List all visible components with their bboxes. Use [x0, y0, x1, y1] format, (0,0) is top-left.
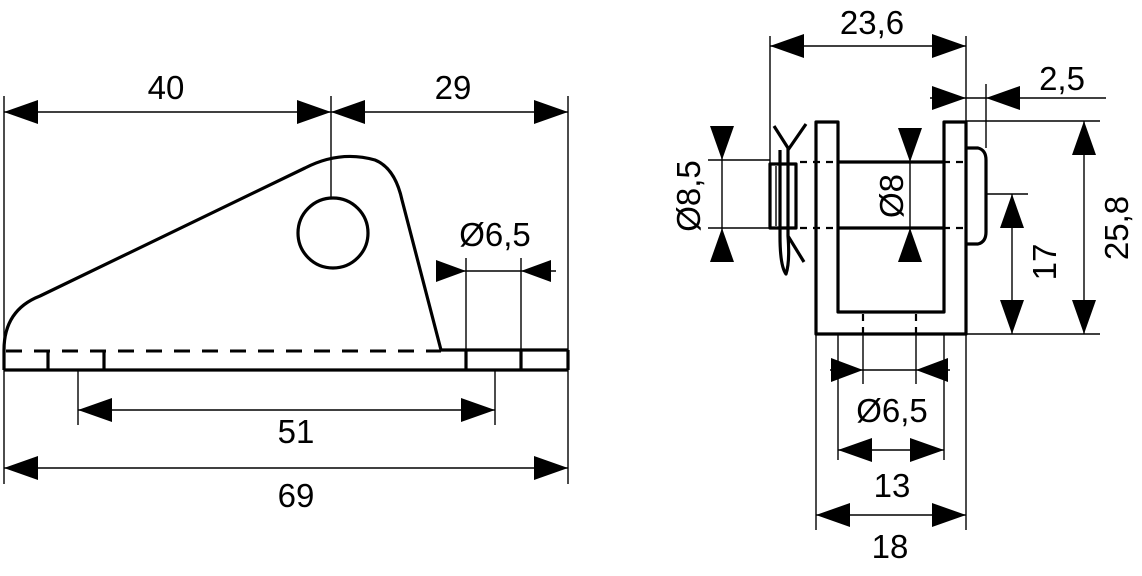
arrow-40-left [4, 100, 38, 124]
arrow-8-bottom [898, 228, 922, 262]
arrow-8-5-top [710, 126, 734, 160]
arrow-23-6-left [770, 34, 804, 58]
front-view: 23,6 2,5 Ø8,5 Ø8 25,8 17 Ø6,5 [670, 4, 1135, 565]
arrow-29-left [331, 100, 365, 124]
dim-label-hole-side: Ø6,5 [459, 216, 531, 253]
dim-label-8-5: Ø8,5 [670, 160, 707, 232]
arrow-51-left [78, 398, 112, 422]
arrow-25-8-bottom [1072, 300, 1096, 334]
arrow-hole-side-right [521, 260, 551, 282]
arrow-29-right [534, 100, 568, 124]
arrow-69-left [4, 456, 38, 480]
pin-end [768, 162, 798, 230]
arrow-hole-side-left [436, 260, 466, 282]
arrow-25-8-top [1072, 121, 1096, 155]
dim-label-13: 13 [874, 467, 911, 504]
arrow-18-left [816, 503, 850, 527]
dim-label-25-8: 25,8 [1098, 196, 1135, 260]
clevis-outline [814, 120, 968, 336]
arrow-17-bottom [1000, 300, 1024, 334]
side-view: 40 29 Ø6,5 51 69 [2, 69, 570, 514]
arrow-51-right [461, 398, 495, 422]
dim-label-40: 40 [148, 69, 185, 106]
dim-label-hole-front: Ø6,5 [856, 392, 928, 429]
arrow-17-top [1000, 194, 1024, 228]
arrow-69-right [534, 456, 568, 480]
arrow-13-left [838, 438, 872, 462]
pin-head-cap [966, 146, 988, 246]
dim-label-2-5: 2,5 [1039, 60, 1085, 97]
bracket-outline [2, 154, 443, 370]
spring-clip [772, 123, 808, 276]
dim-label-18: 18 [872, 528, 909, 565]
arrow-2-5-left [932, 86, 966, 110]
dim-label-8: Ø8 [873, 174, 910, 218]
arrow-13-right [910, 438, 944, 462]
arrow-8-top [898, 128, 922, 162]
arrow-8-5-bottom [710, 228, 734, 262]
arrow-hole-front-left [831, 358, 863, 382]
dim-label-17: 17 [1026, 244, 1063, 281]
arrow-40-right [297, 100, 331, 124]
arrow-18-right [932, 503, 966, 527]
dim-label-23-6: 23,6 [840, 4, 904, 41]
arrow-2-5-right [986, 86, 1020, 110]
pivot-hole [296, 196, 370, 270]
arrow-23-6-right [932, 34, 966, 58]
dim-label-69: 69 [278, 477, 315, 514]
dim-label-29: 29 [435, 69, 472, 106]
arrow-hole-front-right [916, 358, 948, 382]
dim-label-51: 51 [278, 413, 315, 450]
